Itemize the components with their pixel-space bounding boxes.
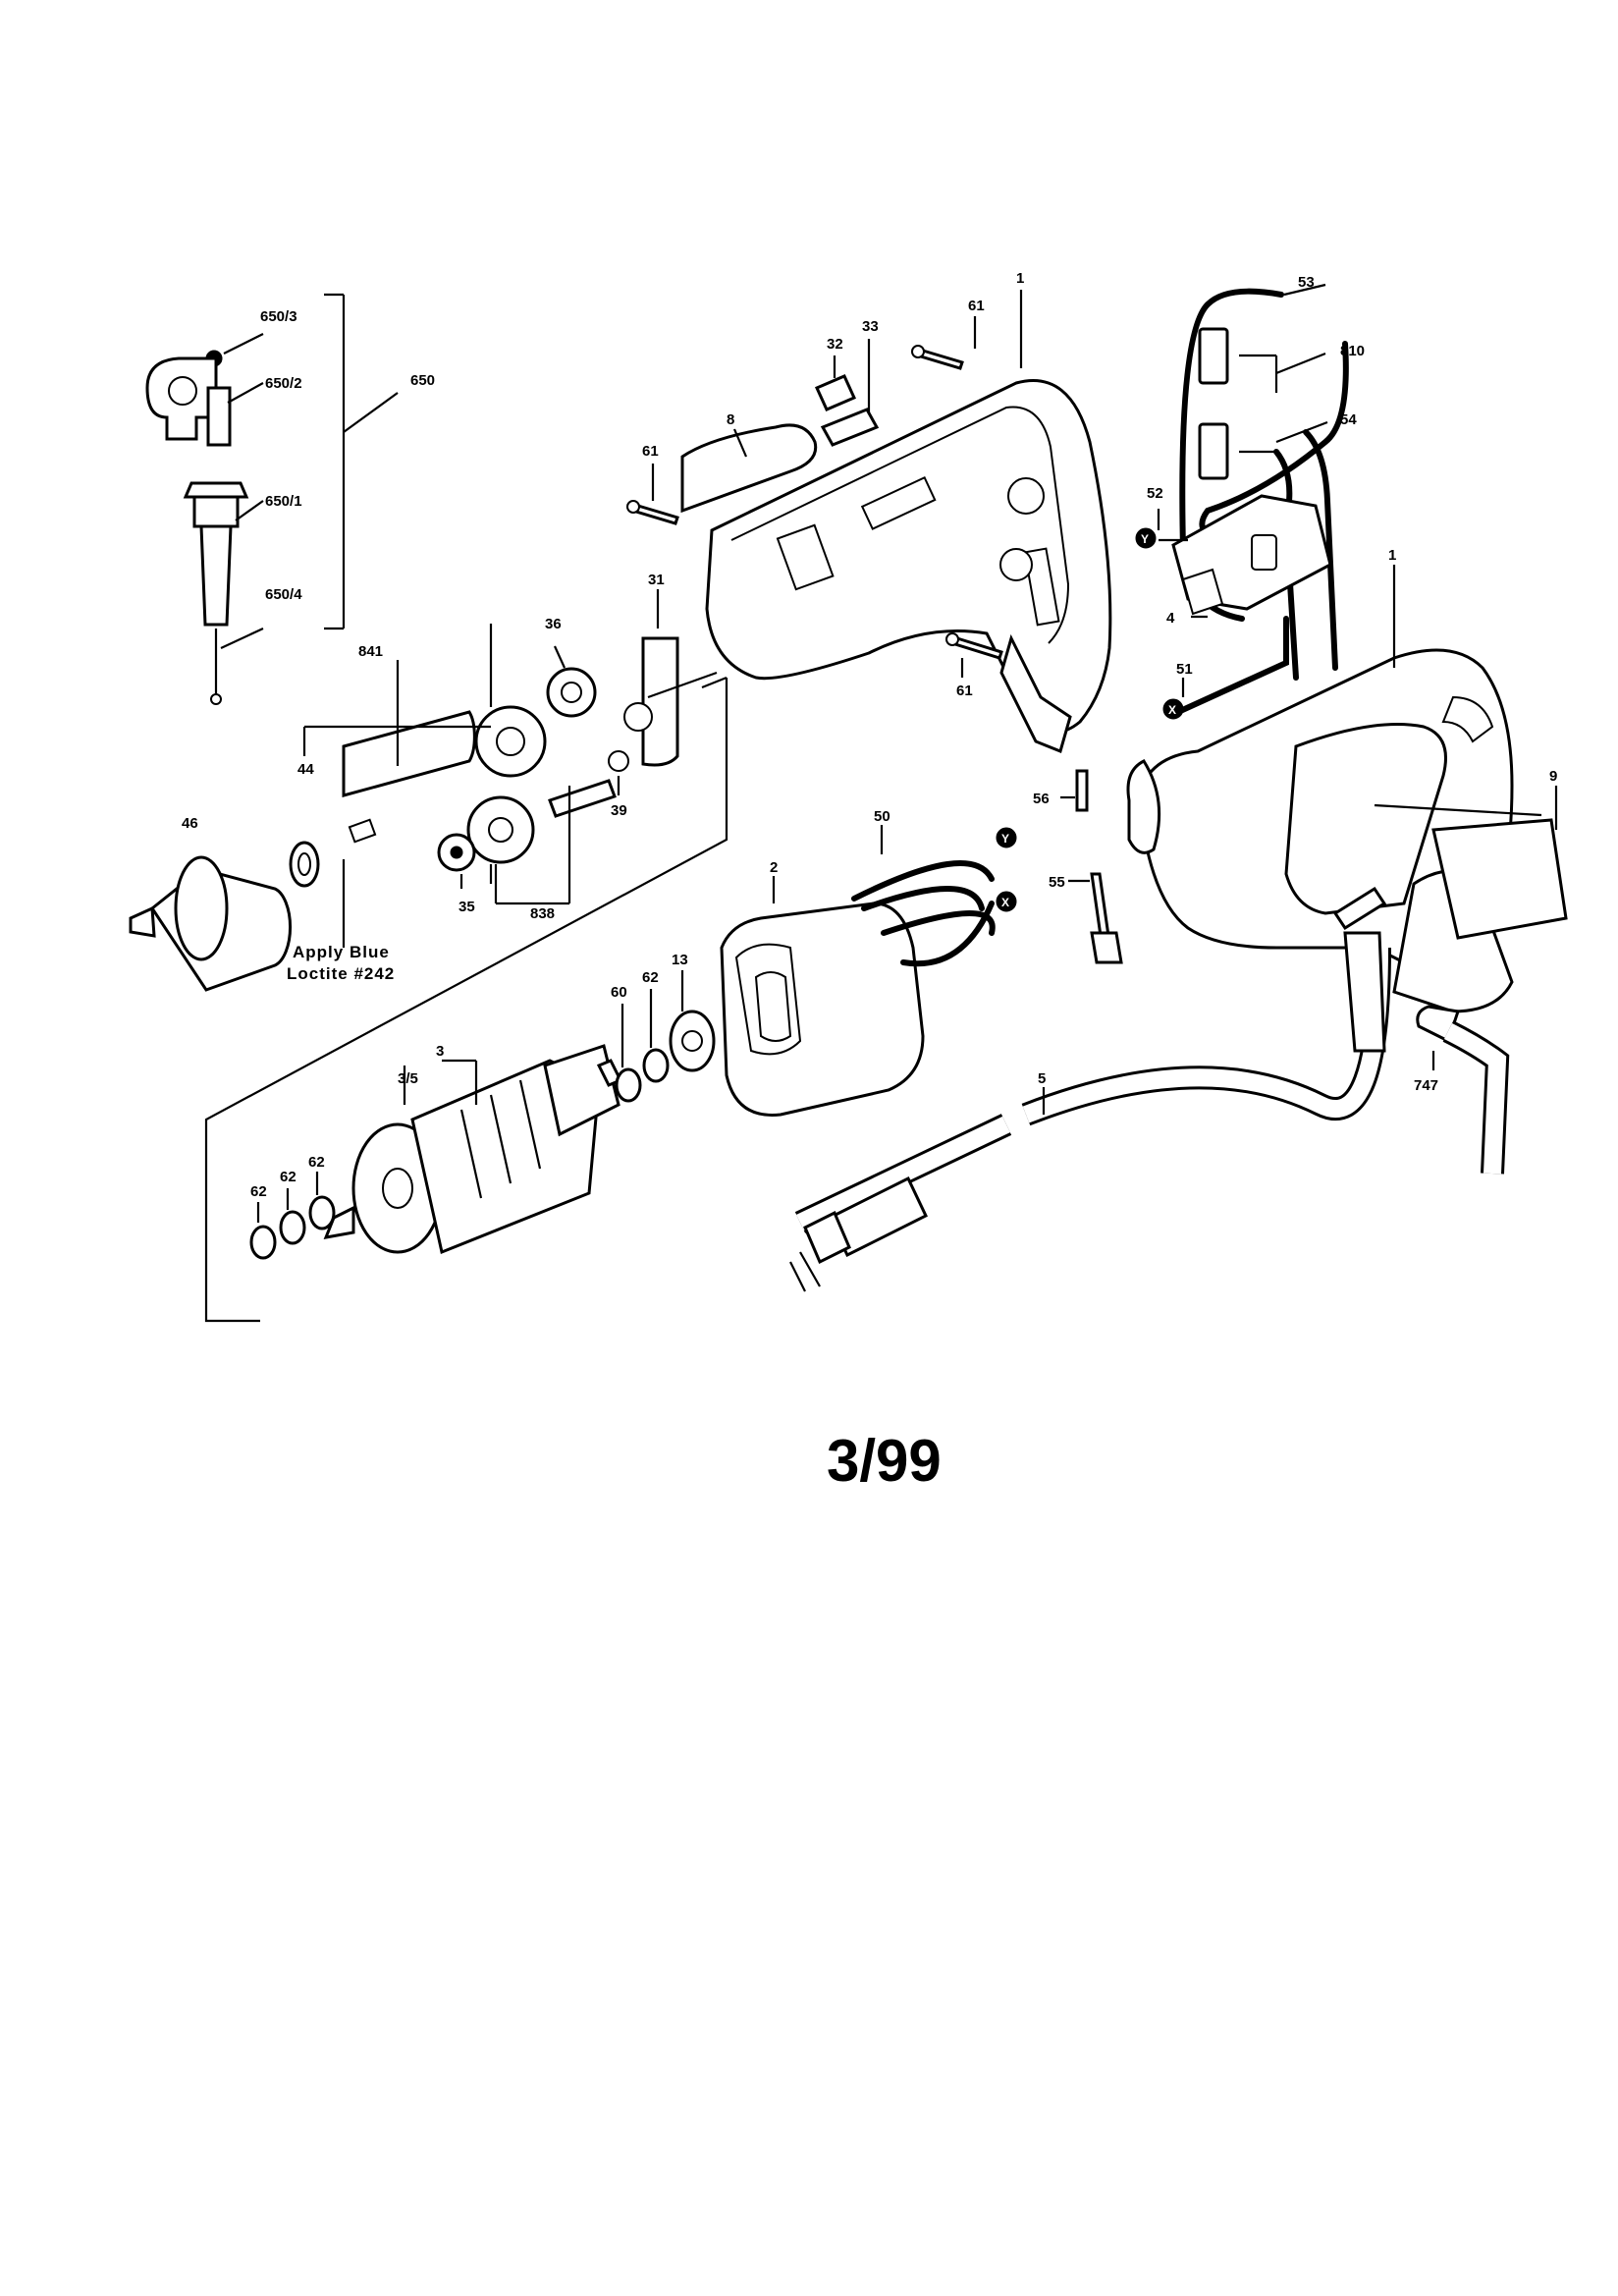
- callout-32: 32: [827, 336, 843, 353]
- callout-747: 747: [1414, 1077, 1438, 1094]
- callout-62-d: 62: [642, 969, 659, 986]
- power-cord: [789, 886, 1510, 1292]
- brush-holders: [815, 374, 880, 447]
- callout-44: 44: [297, 761, 314, 778]
- gear-housing-bracket: [204, 676, 728, 1323]
- armature-washers: [249, 1010, 716, 1260]
- callout-650: 650: [410, 372, 435, 389]
- callout-53: 53: [1298, 274, 1315, 291]
- callout-650-4: 650/4: [265, 586, 302, 603]
- callout-838: 838: [530, 905, 555, 922]
- assembled-drill-callout-lines: [1392, 565, 1558, 830]
- callout-62-a: 62: [250, 1183, 267, 1200]
- wire-marker-y-field: Y: [1001, 832, 1009, 846]
- callout-1-assembled: 1: [1388, 547, 1396, 564]
- gear-train: [342, 636, 679, 872]
- callout-61-bottom: 61: [956, 683, 973, 699]
- callout-8: 8: [727, 411, 734, 428]
- callout-841: 841: [358, 643, 383, 660]
- callout-52: 52: [1147, 485, 1163, 502]
- callout-1-housing: 1: [1016, 270, 1024, 287]
- callout-9: 9: [1549, 768, 1557, 785]
- callout-61-top: 61: [968, 298, 985, 314]
- callout-60: 60: [611, 984, 627, 1001]
- callout-56: 56: [1033, 791, 1050, 807]
- callout-810: 810: [1340, 343, 1365, 359]
- callout-35: 35: [458, 899, 475, 915]
- callout-62-c: 62: [308, 1154, 325, 1171]
- callout-4: 4: [1166, 610, 1175, 627]
- callout-50: 50: [874, 808, 890, 825]
- callout-650-2: 650/2: [265, 375, 302, 392]
- switch-callout-lines: [1157, 283, 1328, 697]
- callout-62-b: 62: [280, 1169, 297, 1185]
- side-handle-callout-lines: [220, 293, 399, 649]
- revision-date: 3/99: [827, 1428, 942, 1494]
- callout-5: 5: [1038, 1070, 1046, 1087]
- brush-tube: [1075, 769, 1123, 964]
- callout-33: 33: [862, 318, 879, 335]
- callout-51: 51: [1176, 661, 1193, 678]
- wire-marker-y-switch: Y: [1141, 532, 1149, 546]
- callout-61-left: 61: [642, 443, 659, 460]
- drill-chuck: [129, 841, 320, 992]
- wire-terminals: [996, 527, 1184, 912]
- callout-3: 3: [436, 1043, 444, 1060]
- side-handle-assembly: [145, 350, 249, 705]
- loctite-note-line2: Loctite #242: [287, 964, 395, 983]
- nameplate-8: [680, 423, 818, 514]
- armature: [323, 1044, 623, 1255]
- callout-2: 2: [770, 859, 778, 876]
- callout-46: 46: [182, 815, 198, 832]
- wire-marker-x-switch: X: [1168, 703, 1176, 717]
- callout-31: 31: [648, 572, 665, 588]
- gear-train-callout-lines: [302, 589, 718, 948]
- callout-650-1: 650/1: [265, 493, 302, 510]
- callout-39: 39: [611, 802, 627, 819]
- wire-marker-x-field: X: [1001, 896, 1009, 909]
- cord-callout-lines: [1042, 1051, 1435, 1115]
- loctite-note-line1: Apply Blue: [293, 943, 390, 961]
- callout-3-5: 3/5: [398, 1070, 418, 1087]
- callout-13: 13: [672, 952, 688, 968]
- callout-650-3: 650/3: [260, 308, 297, 325]
- callout-54: 54: [1340, 411, 1357, 428]
- housing-callout-lines: [651, 290, 1023, 678]
- field-callout-lines: [772, 825, 884, 903]
- armature-callout-lines: [256, 970, 684, 1223]
- brush-tube-callout-lines: [1060, 795, 1090, 883]
- housing-screws: [626, 345, 1003, 660]
- callout-36: 36: [545, 616, 562, 632]
- switch-assembly: [1159, 288, 1349, 715]
- assembled-drill: [1126, 648, 1568, 1013]
- callout-55: 55: [1049, 874, 1065, 891]
- field-coil: [720, 860, 996, 1117]
